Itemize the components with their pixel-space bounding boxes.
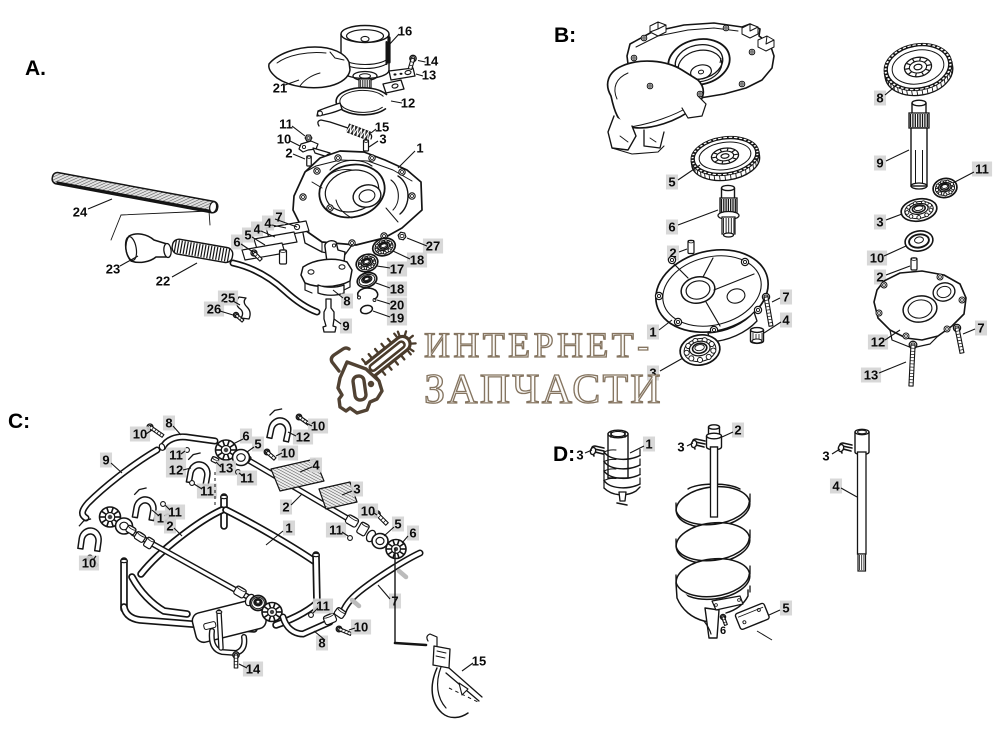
svg-text:11: 11 bbox=[200, 484, 214, 499]
svg-text:7: 7 bbox=[275, 210, 282, 225]
svg-text:ИНТЕРНЕТ-: ИНТЕРНЕТ- bbox=[424, 325, 653, 365]
svg-text:23: 23 bbox=[106, 262, 120, 277]
svg-text:25: 25 bbox=[221, 291, 235, 306]
svg-text:10: 10 bbox=[361, 504, 375, 519]
svg-text:8: 8 bbox=[343, 294, 350, 309]
svg-text:8: 8 bbox=[876, 91, 883, 106]
svg-text:13: 13 bbox=[219, 461, 233, 476]
svg-text:11: 11 bbox=[279, 117, 293, 132]
svg-text:10: 10 bbox=[281, 446, 295, 461]
svg-text:16: 16 bbox=[398, 24, 412, 39]
svg-text:4: 4 bbox=[253, 222, 261, 237]
svg-text:2: 2 bbox=[282, 500, 289, 515]
svg-text:7: 7 bbox=[782, 290, 789, 305]
svg-text:10: 10 bbox=[311, 419, 325, 434]
svg-text:11: 11 bbox=[329, 523, 343, 538]
svg-text:A.: A. bbox=[25, 57, 46, 80]
svg-text:5: 5 bbox=[244, 228, 251, 243]
svg-text:8: 8 bbox=[318, 636, 325, 651]
svg-text:1: 1 bbox=[649, 325, 656, 340]
svg-text:2: 2 bbox=[669, 246, 676, 261]
svg-text:10: 10 bbox=[82, 556, 96, 571]
svg-text:2: 2 bbox=[876, 270, 883, 285]
svg-text:C:: C: bbox=[8, 410, 30, 433]
svg-text:1: 1 bbox=[645, 437, 652, 452]
svg-text:14: 14 bbox=[246, 662, 261, 677]
svg-text:12: 12 bbox=[169, 463, 183, 478]
svg-text:7: 7 bbox=[977, 321, 984, 336]
svg-text:15: 15 bbox=[472, 654, 486, 669]
svg-text:11: 11 bbox=[169, 448, 183, 463]
svg-text:10: 10 bbox=[277, 132, 291, 147]
svg-text:12: 12 bbox=[296, 430, 310, 445]
svg-text:1: 1 bbox=[285, 521, 292, 536]
svg-text:ЗАПЧАСТИ: ЗАПЧАСТИ bbox=[424, 367, 663, 413]
svg-text:6: 6 bbox=[242, 429, 249, 444]
svg-text:6: 6 bbox=[233, 235, 240, 250]
svg-text:10: 10 bbox=[133, 427, 147, 442]
svg-text:3: 3 bbox=[822, 449, 829, 464]
svg-text:3: 3 bbox=[677, 440, 684, 455]
svg-text:4: 4 bbox=[312, 458, 320, 473]
svg-text:10: 10 bbox=[870, 251, 884, 266]
svg-text:5: 5 bbox=[782, 601, 789, 616]
svg-text:24: 24 bbox=[73, 205, 88, 220]
svg-text:B:: B: bbox=[554, 24, 576, 47]
svg-text:10: 10 bbox=[354, 620, 368, 635]
svg-text:6: 6 bbox=[720, 625, 726, 637]
svg-text:12: 12 bbox=[871, 335, 885, 350]
svg-text:11: 11 bbox=[975, 162, 989, 177]
svg-text:2: 2 bbox=[285, 146, 292, 161]
svg-text:5: 5 bbox=[254, 437, 261, 452]
svg-text:8: 8 bbox=[165, 416, 172, 431]
svg-text:15: 15 bbox=[375, 120, 389, 135]
svg-text:1: 1 bbox=[416, 141, 423, 156]
svg-text:27: 27 bbox=[426, 239, 440, 254]
svg-text:13: 13 bbox=[864, 368, 878, 383]
svg-text:11: 11 bbox=[168, 505, 182, 520]
svg-text:3: 3 bbox=[353, 482, 360, 497]
svg-text:20: 20 bbox=[390, 298, 404, 313]
svg-text:4: 4 bbox=[832, 479, 840, 494]
svg-text:2: 2 bbox=[166, 519, 173, 534]
svg-text:12: 12 bbox=[401, 96, 415, 111]
svg-text:18: 18 bbox=[390, 282, 404, 297]
svg-text:5: 5 bbox=[668, 175, 675, 190]
svg-text:6: 6 bbox=[668, 220, 675, 235]
svg-text:3: 3 bbox=[649, 366, 656, 381]
svg-text:14: 14 bbox=[424, 54, 439, 69]
svg-text:11: 11 bbox=[240, 471, 254, 486]
svg-text:22: 22 bbox=[156, 274, 170, 289]
svg-text:9: 9 bbox=[876, 156, 883, 171]
svg-text:13: 13 bbox=[422, 68, 436, 83]
svg-text:9: 9 bbox=[102, 453, 109, 468]
svg-text:19: 19 bbox=[390, 311, 404, 326]
svg-text:21: 21 bbox=[273, 81, 287, 96]
svg-text:9: 9 bbox=[342, 319, 349, 334]
svg-text:D:: D: bbox=[553, 443, 575, 466]
svg-text:4: 4 bbox=[264, 216, 272, 231]
svg-text:3: 3 bbox=[379, 132, 386, 147]
svg-text:3: 3 bbox=[876, 215, 883, 230]
svg-text:11: 11 bbox=[316, 599, 330, 614]
svg-text:5: 5 bbox=[394, 517, 401, 532]
svg-text:2: 2 bbox=[734, 423, 741, 438]
svg-text:17: 17 bbox=[390, 262, 404, 277]
svg-text:4: 4 bbox=[782, 313, 790, 328]
svg-text:18: 18 bbox=[410, 253, 424, 268]
svg-text:3: 3 bbox=[576, 448, 583, 463]
svg-text:6: 6 bbox=[409, 526, 416, 541]
svg-text:26: 26 bbox=[207, 302, 221, 317]
